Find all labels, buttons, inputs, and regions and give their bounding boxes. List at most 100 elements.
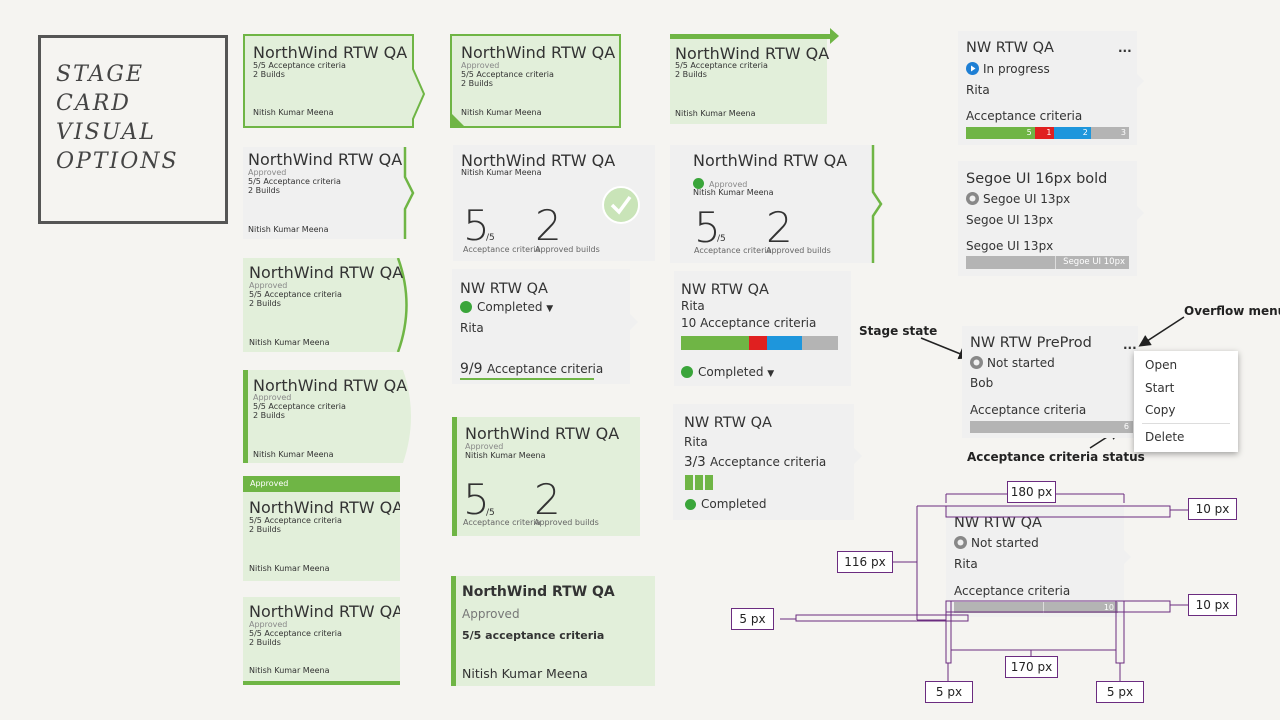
bar-in-progress: 2 bbox=[1054, 127, 1091, 139]
card-criteria: 5/5 Acceptance criteria bbox=[248, 177, 341, 186]
card-owner: Nitish Kumar Meena bbox=[253, 108, 334, 117]
card-criteria: 5/5 Acceptance criteria bbox=[249, 516, 342, 525]
overflow-icon[interactable]: ... bbox=[1118, 41, 1132, 55]
stage-card-option-5[interactable]: Approved NorthWind RTW QA 5/5 Acceptance… bbox=[243, 476, 400, 581]
card-outline bbox=[243, 147, 415, 239]
dim-margin-left-5: 5 px bbox=[925, 681, 973, 703]
left-bar bbox=[451, 576, 456, 686]
builds-label: Approved builds bbox=[766, 246, 831, 255]
menu-item-start[interactable]: Start bbox=[1145, 381, 1175, 395]
card-outline bbox=[450, 34, 621, 128]
criteria-underline bbox=[460, 378, 594, 380]
chevron-down-icon[interactable]: ▼ bbox=[767, 369, 775, 379]
criteria-label: Acceptance criteria bbox=[954, 584, 1071, 598]
criteria-row: 3/3 Acceptance criteria bbox=[684, 454, 827, 470]
stage-card-option-12[interactable]: NorthWind RTW QA 5/5 Acceptance criteria… bbox=[670, 28, 842, 126]
card-approved: Approved bbox=[461, 61, 500, 70]
stage-card-dimension-spec: NW RTW QA Not started Rita Acceptance cr… bbox=[946, 506, 1136, 617]
stage-card-option-6[interactable]: NorthWind RTW QA Approved 5/5 Acceptance… bbox=[243, 597, 400, 685]
card-title: NorthWind RTW QA bbox=[462, 584, 615, 600]
stage-card-option-9[interactable]: NW RTW QA Completed ▼ Rita 9/9 Acceptanc… bbox=[452, 269, 642, 384]
card-builds: 2 Builds bbox=[461, 79, 493, 88]
stage-card-preprod[interactable]: NW RTW PreProd ... Not started Bob Accep… bbox=[962, 326, 1152, 438]
card-owner: Rita bbox=[681, 299, 705, 313]
card-builds: 2 Builds bbox=[249, 525, 281, 534]
not-started-icon bbox=[954, 536, 967, 549]
stage-card-option-8[interactable]: NorthWind RTW QA Nitish Kumar Meena 5 /5… bbox=[453, 145, 655, 261]
card-owner: Rita bbox=[954, 557, 978, 571]
stage-card-option-15[interactable]: NW RTW QA Rita 3/3 Acceptance criteria C… bbox=[673, 404, 863, 520]
card-outline bbox=[946, 506, 1131, 617]
card-title: NW RTW PreProd bbox=[970, 335, 1092, 351]
card-title: NorthWind RTW QA bbox=[675, 44, 830, 63]
card-builds: 2 Builds bbox=[253, 411, 285, 420]
check-icon bbox=[693, 178, 704, 189]
card-owner: Nitish Kumar Meena bbox=[462, 666, 588, 681]
builds-label: Approved builds bbox=[535, 245, 600, 254]
criteria-label: Acceptance criteria bbox=[463, 245, 541, 254]
stage-card-in-progress[interactable]: NW RTW QA ... In progress Rita Acceptanc… bbox=[958, 31, 1146, 145]
stage-card-option-10[interactable]: NorthWind RTW QA Approved Nitish Kumar M… bbox=[452, 417, 640, 536]
stage-card-option-13[interactable]: NorthWind RTW QA Approved Nitish Kumar M… bbox=[670, 145, 884, 263]
card-outline bbox=[673, 404, 862, 520]
dim-width-180: 180 px bbox=[1007, 481, 1056, 503]
card-title: NorthWind RTW QA bbox=[248, 150, 403, 169]
criteria-row: 9/9 Acceptance criteria bbox=[460, 361, 604, 377]
card-outline bbox=[452, 269, 638, 384]
stage-card-option-11[interactable]: NorthWind RTW QA Approved 5/5 acceptance… bbox=[451, 576, 655, 686]
bottom-bar bbox=[243, 681, 400, 685]
card-title: NorthWind RTW QA bbox=[465, 424, 620, 443]
criteria-status-bar: 10 bbox=[954, 602, 1118, 613]
stage-card-option-3[interactable]: NorthWind RTW QA Approved 5/5 Acceptance… bbox=[243, 258, 415, 352]
stage-card-option-4[interactable]: NorthWind RTW QA Approved 5/5 Acceptance… bbox=[243, 370, 415, 463]
card-criteria: 5/5 Acceptance criteria bbox=[249, 629, 342, 638]
card-approved: Approved bbox=[253, 393, 292, 402]
card-builds: 2 Builds bbox=[249, 638, 281, 647]
card-outline bbox=[243, 258, 408, 352]
card-title: NW RTW QA bbox=[954, 515, 1042, 531]
card-outline bbox=[958, 31, 1144, 145]
card-outline bbox=[243, 370, 411, 463]
card-state: Not started bbox=[954, 536, 1039, 550]
dim-gap-5: 5 px bbox=[731, 608, 774, 630]
stage-card-option-2[interactable]: NorthWind RTW QA Approved 5/5 Acceptance… bbox=[243, 147, 415, 239]
criteria-status-bar: 6 bbox=[970, 421, 1133, 433]
left-bar bbox=[452, 417, 457, 536]
card-criteria: 5/5 Acceptance criteria bbox=[461, 70, 554, 79]
menu-item-open[interactable]: Open bbox=[1145, 358, 1178, 372]
criteria-block bbox=[695, 475, 703, 490]
menu-item-copy[interactable]: Copy bbox=[1145, 403, 1176, 417]
check-icon bbox=[460, 301, 472, 313]
card-owner: Bob bbox=[970, 376, 994, 390]
card-approved: Approved bbox=[248, 168, 287, 177]
card-title: NW RTW QA bbox=[966, 40, 1054, 56]
criteria-total: /5 bbox=[486, 508, 495, 518]
stage-card-option-1[interactable]: NorthWind RTW QA 5/5 Acceptance criteria… bbox=[243, 34, 426, 129]
card-approved: Approved bbox=[465, 442, 504, 451]
annotation-stage-state: Stage state bbox=[859, 324, 938, 338]
menu-item-delete[interactable]: Delete bbox=[1145, 430, 1185, 444]
spec-bar: Segoe UI 10px bbox=[966, 256, 1129, 269]
dim-margin-right-5: 5 px bbox=[1096, 681, 1144, 703]
card-builds: 2 Builds bbox=[248, 186, 280, 195]
not-started-icon bbox=[966, 192, 979, 205]
card-outline bbox=[670, 28, 839, 124]
stage-card-option-7[interactable]: NorthWind RTW QA Approved 5/5 Acceptance… bbox=[450, 34, 622, 129]
criteria-block bbox=[685, 475, 693, 490]
annotation-overflow-menu: Overflow menu bbox=[1184, 304, 1280, 318]
bar-divider bbox=[1043, 602, 1044, 613]
card-outline bbox=[670, 145, 883, 263]
card-criteria: 5/5 Acceptance criteria bbox=[249, 290, 342, 299]
builds-count: 2 bbox=[535, 201, 562, 250]
card-state: In progress bbox=[966, 62, 1050, 76]
stage-card-option-14[interactable]: NW RTW QA Rita 10 Acceptance criteria Co… bbox=[674, 271, 851, 386]
builds-count: 2 bbox=[766, 203, 793, 252]
overflow-icon[interactable]: ... bbox=[1123, 338, 1137, 352]
chevron-down-icon[interactable]: ▼ bbox=[546, 304, 554, 314]
criteria-label: Acceptance criteria bbox=[970, 403, 1087, 417]
spec-criteria: Segoe UI 13px bbox=[966, 239, 1054, 253]
criteria-total: /5 bbox=[717, 234, 726, 244]
play-icon bbox=[966, 62, 979, 75]
dim-width-170: 170 px bbox=[1005, 656, 1058, 678]
dim-padding-top-10: 10 px bbox=[1188, 498, 1237, 520]
